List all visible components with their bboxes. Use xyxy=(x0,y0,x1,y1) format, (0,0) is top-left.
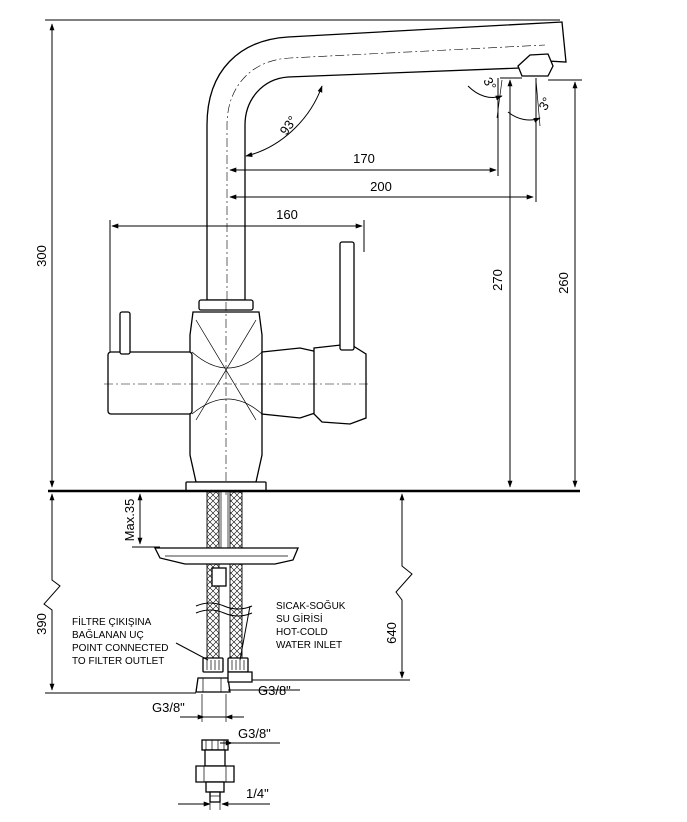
dim-200: 200 xyxy=(370,179,392,194)
note-filter-line1: FİLTRE ÇIKIŞINA xyxy=(72,615,152,628)
dim-640: 640 xyxy=(384,622,399,644)
mixer-body xyxy=(104,241,370,495)
note-inlet-line1: SICAK-SOĞUK xyxy=(276,599,346,612)
thread-quarter: 1/4" xyxy=(246,786,269,801)
spout xyxy=(206,21,567,301)
note-filter-line3: POINT CONNECTED xyxy=(72,643,169,654)
note-inlet-line4: WATER INLET xyxy=(276,640,342,651)
thread-g38-adapter: G3/8" xyxy=(238,726,271,741)
dim-160: 160 xyxy=(276,207,298,222)
note-filter-line2: BAĞLANAN UÇ xyxy=(72,628,144,641)
dim-93-angle: 93° xyxy=(277,113,301,138)
dim-max35: Max.35 xyxy=(122,499,137,542)
adapter-fitting xyxy=(195,739,235,803)
dim-260: 260 xyxy=(556,272,571,294)
note-inlet-line2: SU GİRİSİ xyxy=(276,612,323,625)
fixing-bracket xyxy=(153,547,299,587)
note-inlet-line3: HOT-COLD xyxy=(276,627,328,638)
dim-3-angle-left: 3° xyxy=(480,75,499,93)
dim-170: 170 xyxy=(353,151,375,166)
dim-300: 300 xyxy=(34,245,49,267)
note-filter-line4: TO FILTER OUTLET xyxy=(72,656,164,667)
dim-390: 390 xyxy=(34,613,49,635)
thread-g38-left: G3/8" xyxy=(152,700,185,715)
dim-270: 270 xyxy=(490,269,505,291)
hoses xyxy=(195,491,253,693)
thread-g38-right: G3/8" xyxy=(258,683,291,698)
